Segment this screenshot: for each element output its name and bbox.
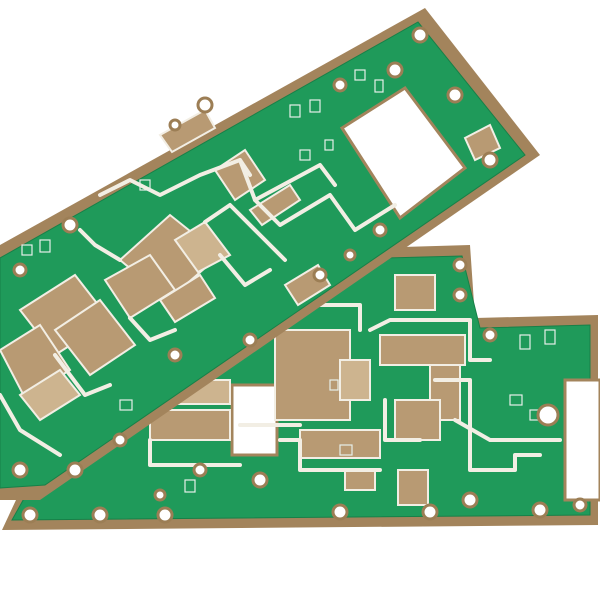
cutout-window (563, 378, 600, 502)
mounting-holes (11, 26, 499, 479)
cutout-window (230, 383, 279, 457)
trace-lines (0, 158, 397, 457)
silkscreen-marks (184, 329, 556, 493)
cutout-window (339, 85, 468, 221)
copper-network (0, 108, 502, 422)
copper-network (149, 274, 466, 506)
pcb-board-lower (2, 245, 600, 530)
pcb-board-upper (0, 8, 540, 500)
silkscreen-marks (21, 69, 384, 411)
trace-lines (148, 303, 562, 472)
